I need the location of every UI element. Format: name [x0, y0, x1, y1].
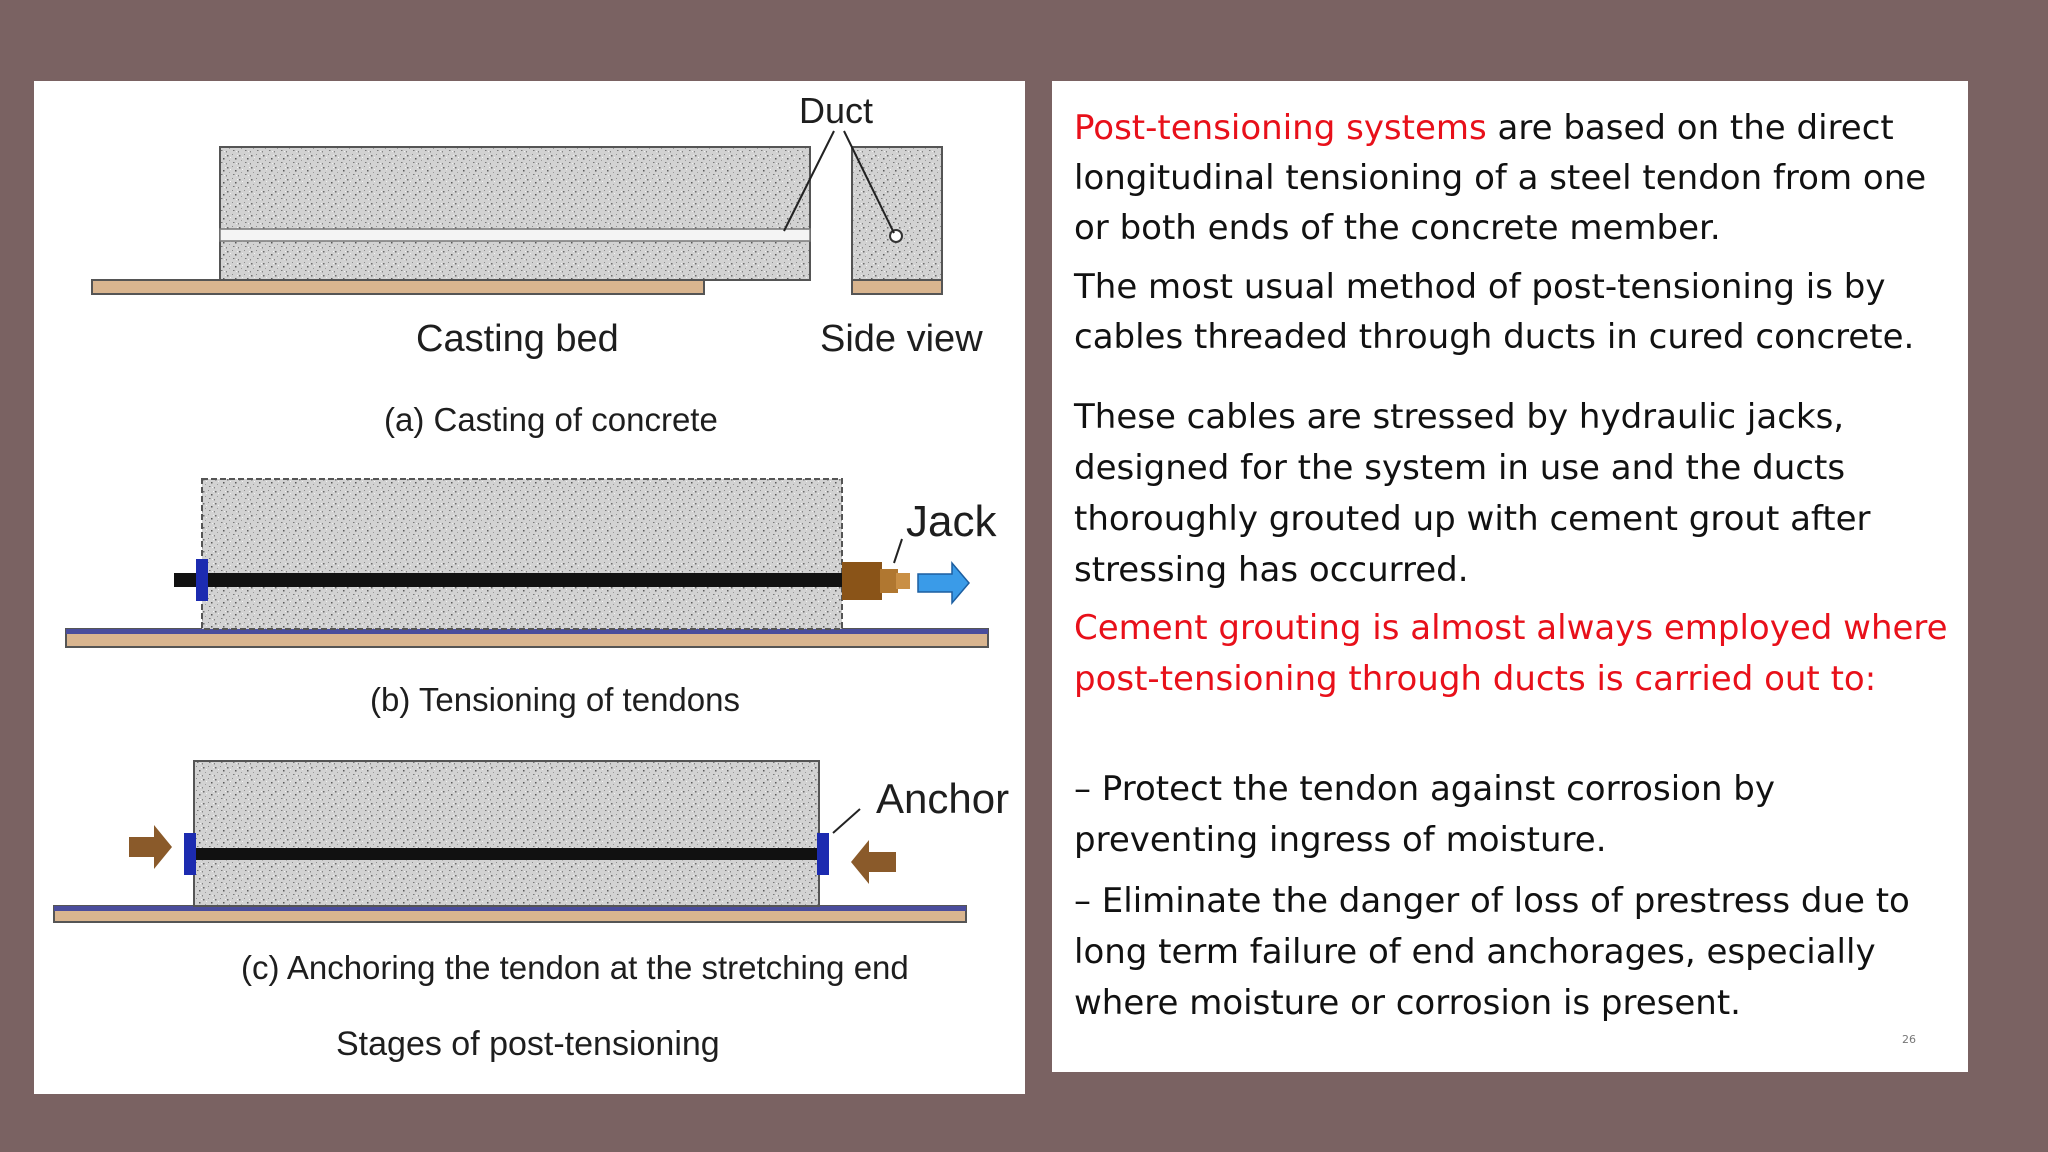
text-panel: Post-tensioning systems are based on the…	[1052, 81, 1968, 1072]
side-view-label: Side view	[820, 318, 983, 360]
duct-pointer-1	[783, 130, 835, 232]
caption-c: (c) Anchoring the tendon at the stretchi…	[241, 949, 909, 986]
stage-c-anchoring: Anchor (c) Anchoring the tendon at the s…	[53, 760, 1009, 1063]
anchor-left	[184, 833, 196, 875]
jack-pointer	[893, 538, 903, 564]
paragraph-grouting: Cement grouting is almost always employe…	[1074, 608, 1948, 699]
duct-hole	[889, 229, 903, 243]
arrow-right-brown-icon	[129, 825, 172, 869]
bed-c-blue-edge	[54, 906, 966, 911]
paragraph-jacks: These cables are stressed by hydraulic j…	[1074, 397, 1871, 590]
anchor-label: Anchor	[876, 775, 1009, 822]
casting-bed	[91, 279, 705, 295]
anchor-right	[817, 833, 829, 875]
duct-pointer-2	[843, 130, 895, 234]
caption-b: (b) Tensioning of tendons	[370, 681, 740, 718]
arrow-blue-icon	[917, 560, 970, 606]
paragraph-method: The most usual method of post-tensioning…	[1074, 267, 1915, 357]
stage-b-tensioning: Jack (b) Tensioning of tendons	[65, 478, 997, 718]
jack-label: Jack	[906, 497, 997, 546]
intro-text: are based on the direct longitudinal ten…	[1074, 108, 1927, 248]
anchor-pointer	[832, 808, 861, 834]
concrete-beam-a	[219, 146, 811, 281]
concrete-beam-b	[201, 478, 843, 630]
arrow-left-brown-icon	[851, 840, 896, 884]
duct-channel	[219, 228, 811, 242]
dead-end-anchor-b	[196, 559, 208, 601]
term-post-tensioning-systems: Post-tensioning systems	[1074, 108, 1487, 148]
duct-label: Duct	[799, 90, 873, 131]
paragraph-intro: Post-tensioning systems are based on the…	[1074, 103, 1954, 253]
side-view-section	[851, 146, 943, 281]
bullet-protect: – Protect the tendon against corrosion b…	[1074, 769, 1776, 860]
side-view-bed	[851, 279, 943, 295]
page-number: 26	[1902, 1033, 1916, 1046]
bed-b-blue-edge	[66, 629, 988, 634]
post-tensioning-diagram: Duct Casting bed Side view (a) Casting o…	[53, 90, 1009, 1063]
casting-bed-label: Casting bed	[416, 318, 619, 360]
concrete-beam-c	[193, 760, 820, 907]
bullet-eliminate: – Eliminate the danger of loss of prestr…	[1074, 881, 1910, 1023]
diagram-panel: Duct Casting bed Side view (a) Casting o…	[34, 81, 1025, 1094]
stage-a-casting: Duct Casting bed Side view (a) Casting o…	[91, 90, 983, 438]
caption-a: (a) Casting of concrete	[384, 401, 718, 438]
jack	[842, 562, 910, 600]
diagram-title: Stages of post-tensioning	[336, 1025, 720, 1063]
